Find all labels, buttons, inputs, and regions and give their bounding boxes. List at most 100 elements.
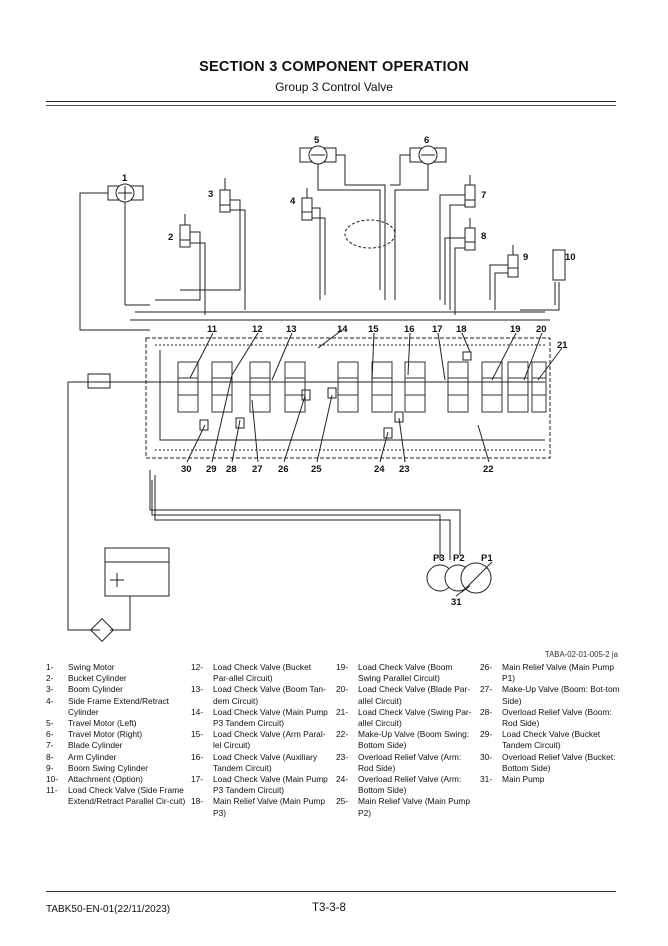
callout-20: 20 [536, 324, 547, 335]
legend-item: 2-Bucket Cylinder [46, 673, 186, 684]
legend-number: 9- [46, 762, 54, 773]
legend-number: 13- [191, 684, 204, 695]
legend-text: Overload Relief Valve (Bucket: Bottom Si… [502, 751, 616, 773]
legend-item: 14- Load Check Valve (Main Pump P3 Tandem… [191, 707, 329, 729]
legend-number: 4- [46, 695, 54, 706]
legend-text: Boom Swing Cylinder [68, 762, 149, 773]
callout-19: 19 [510, 324, 521, 335]
legend-number: 28- [480, 706, 493, 717]
legend-text: Attachment (Option) [68, 774, 143, 785]
legend-item: 6- Travel Motor (Right) [46, 729, 186, 740]
legend-item: 19-Load Check Valve (Boom Swing Parallel… [336, 662, 474, 684]
legend-item: 20- Load Check Valve (Blade Par-allel Cir… [336, 684, 474, 706]
legend-item: 3- Boom Cylinder [46, 684, 186, 695]
legend-text: Load Check Valve (Boom Swing Parallel Ci… [358, 662, 453, 684]
legend-item: 17- Load Check Valve (Main Pump P3 Tandem… [191, 774, 329, 796]
legend-text: Load Check Valve (Bucket Tandem Circuit) [502, 729, 601, 751]
callout-21: 21 [557, 340, 568, 351]
legend-number: 6- [46, 729, 54, 740]
legend-number: 22- [336, 729, 349, 740]
callout-9: 9 [523, 252, 528, 263]
legend-number: 24- [336, 774, 349, 785]
callout-13: 13 [286, 324, 297, 335]
legend-number: 21- [336, 706, 349, 717]
legend-number: 30- [480, 751, 493, 762]
legend-text: Boom Cylinder [68, 684, 123, 695]
legend-text: Load Check Valve (Blade Par-allel Circui… [358, 684, 471, 706]
legend-text: Main Relief Valve (Main Pump P3) [213, 796, 326, 818]
arm-cylinder-symbol [464, 227, 476, 251]
port-label-p2: P2 [453, 553, 465, 564]
legend-text: Load Check Valve (Side Frame Extend/Retr… [68, 785, 186, 807]
legend-number: 17- [191, 774, 204, 785]
legend-number: 3- [46, 684, 54, 695]
legend-number: 31- [480, 774, 493, 785]
legend-item: 24-Overload Relief Valve (Arm: Bottom Si… [336, 774, 474, 796]
callout-30: 30 [181, 464, 192, 475]
legend-item: 25-Main Relief Valve (Main Pump P2) [336, 796, 474, 818]
legend-item: 12-Load Check Valve (Bucket Par-allel Ci… [191, 662, 329, 684]
legend-text: Travel Motor (Right) [68, 729, 143, 740]
legend-number: 26- [480, 662, 493, 672]
legend-text: Overload Relief Valve (Arm: Rod Side) [358, 751, 462, 773]
callout-8: 8 [481, 231, 486, 242]
legend-text: Overload Relief Valve (Boom: Rod Side) [502, 706, 612, 729]
callout-14: 14 [337, 324, 348, 335]
legend-item: 8- Arm Cylinder [46, 752, 186, 763]
legend-number: 1- [46, 662, 54, 672]
legend-item: 4-Side Frame Extend/Retract Cylinder [46, 696, 186, 718]
legend-number: 8- [46, 751, 54, 762]
boom-swing-cylinder-symbol [507, 254, 519, 278]
legend-item: 30- Overload Relief Valve (Bucket: Bottom… [480, 752, 620, 774]
callout-17: 17 [432, 324, 443, 335]
header-rule [46, 101, 616, 102]
legend-number: 5- [46, 718, 54, 729]
legend-text: Main Relief Valve (Main Pump P1) [502, 662, 615, 684]
legend-number: 14- [191, 706, 204, 717]
callout-26: 26 [278, 464, 289, 475]
callout-12: 12 [252, 324, 263, 335]
legend-item: 1- Swing Motor [46, 662, 186, 673]
callout-25: 25 [311, 464, 322, 475]
callout-29: 29 [206, 464, 217, 475]
legend-item: 7-Blade Cylinder [46, 740, 186, 751]
legend-text: Load Check Valve (Main Pump P3 Tandem Ci… [213, 774, 328, 796]
legend-item: 26- Main Relief Valve (Main Pump P1) [480, 662, 620, 684]
attachment-symbol [552, 249, 566, 281]
side-frame-cylinder-symbol [301, 197, 313, 221]
legend-column-1: 1- Swing Motor 2-Bucket Cylinder 3- Boom C… [46, 662, 186, 808]
legend-text: Load Check Valve (Auxiliary Tandem Circu… [213, 751, 318, 773]
legend-item: 28- Overload Relief Valve (Boom: Rod Side… [480, 707, 620, 729]
legend-item: 29- Load Check Valve (Bucket Tandem Circu… [480, 729, 620, 751]
legend-text: Load Check Valve (Main Pump P3 Tandem Ci… [213, 706, 328, 729]
legend-item: 11- Load Check Valve (Side Frame Extend/R… [46, 785, 186, 807]
legend-item: 18- Main Relief Valve (Main Pump P3) [191, 796, 329, 818]
legend-number: 20- [336, 684, 349, 695]
legend-text: Swing Motor [68, 662, 115, 672]
control-valve-outline [145, 337, 551, 459]
callout-28: 28 [226, 464, 237, 475]
legend-text: Main Pump [502, 774, 545, 785]
legend-text: Load Check Valve (Arm Paral-lel Circuit) [213, 729, 326, 751]
legend-number: 11- [46, 785, 58, 796]
legend-item: 15- Load Check Valve (Arm Paral-lel Circu… [191, 729, 329, 751]
callout-22: 22 [483, 464, 494, 475]
legend-number: 16- [191, 751, 204, 762]
legend-number: 23- [336, 751, 349, 762]
legend-number: 29- [480, 729, 493, 740]
legend-text: Load Check Valve (Swing Par-allel Circui… [358, 706, 472, 729]
callout-18: 18 [456, 324, 467, 335]
legend-item: 27-Make-Up Valve (Boom: Bot-tom Side) [480, 684, 620, 706]
legend-number: 18- [191, 796, 204, 807]
boom-cylinder-symbol [219, 189, 231, 213]
legend-number: 7- [46, 740, 54, 751]
footer-rule [46, 891, 616, 892]
blade-cylinder-symbol [464, 184, 476, 208]
callout-31: 31 [451, 597, 462, 608]
legend-number: 15- [191, 729, 204, 740]
group-title: Group 3 Control Valve [275, 80, 393, 94]
callout-7: 7 [481, 190, 486, 201]
legend-text: Make-Up Valve (Boom: Bot-tom Side) [502, 684, 620, 706]
legend-text: Main Relief Valve (Main Pump P2) [358, 796, 471, 818]
legend-text: Arm Cylinder [68, 751, 117, 762]
